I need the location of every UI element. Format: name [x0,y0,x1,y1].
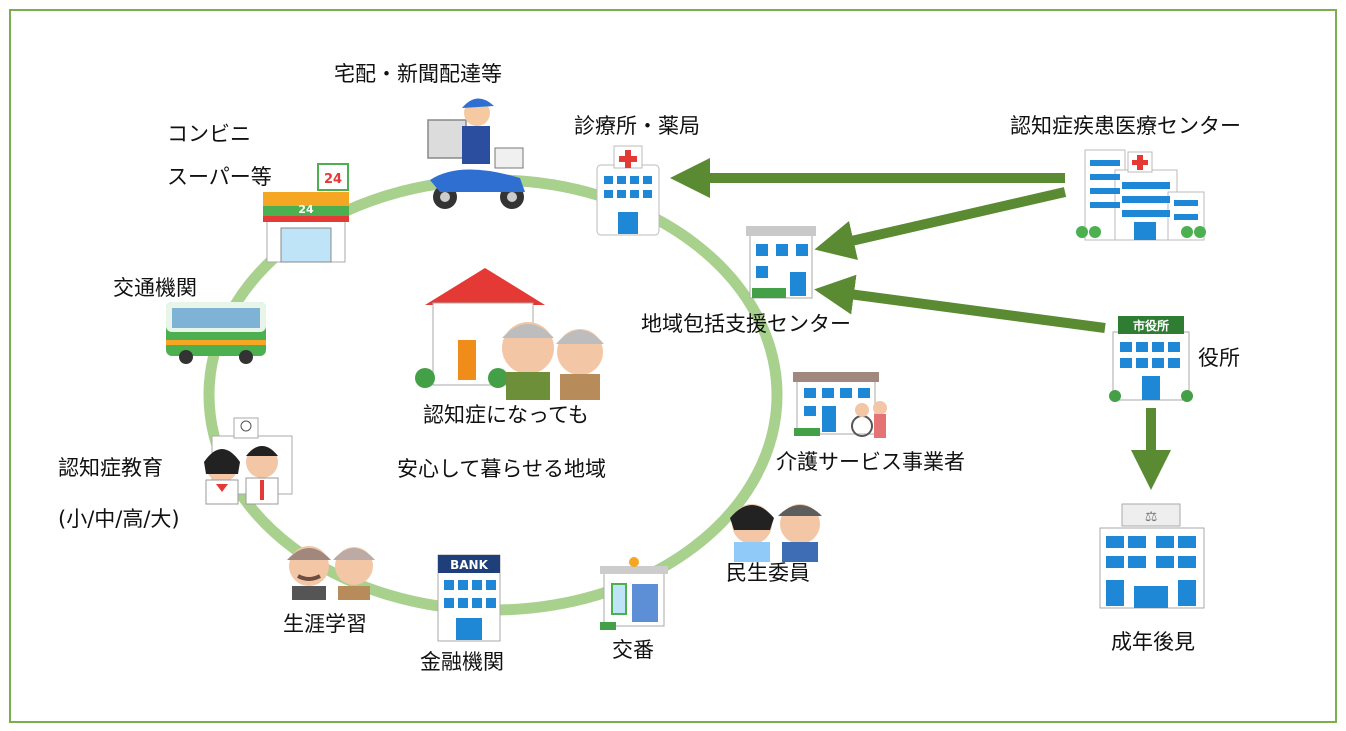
scale-glyph-icon: ⚖ [1145,509,1158,525]
convenience-sign: 24 [324,172,342,187]
label-city-office: 役所 [1198,346,1240,370]
court-building-icon: ⚖ [1099,503,1205,609]
convenience-awning-sign: 24 [298,203,314,216]
convenience-store-icon: 24 24 [263,163,349,263]
label-welfare-volunteers: 民生委員 [726,561,810,585]
label-community-center: 地域包括支援センター [641,312,851,336]
label-convenience-line2: スーパー等 [167,165,272,189]
city-office-icon: 市役所 [1109,316,1193,402]
police-box-icon [600,557,668,630]
delivery-scooter-icon [427,98,525,209]
label-dementia-center: 認知症疾患医療センター [1010,114,1241,138]
label-care-services: 介護サービス事業者 [776,450,965,474]
label-education-line1: 認知症教育 [58,456,163,480]
label-center-line1: 認知症になっても [423,403,589,427]
label-guardianship: 成年後見 [1111,630,1195,654]
welfare-volunteers-icon [730,504,822,562]
city-office-sign: 市役所 [1133,318,1169,333]
home-elderly-couple-icon [415,268,604,400]
arrow-center-to-community [814,187,1067,261]
label-lifelong-learning: 生涯学習 [283,612,367,636]
label-financial: 金融機関 [420,650,504,674]
bank-icon: BANK [437,554,501,642]
school-students-icon [204,417,293,505]
label-delivery: 宅配・新聞配達等 [334,62,502,86]
community-support-center-icon [746,226,816,299]
clinic-icon [596,145,660,236]
label-transport: 交通機関 [113,276,197,300]
label-police-box: 交番 [612,638,654,662]
label-education-line2: (小/中/高/大) [58,507,180,531]
lifelong-learning-elderly-icon [287,546,375,600]
label-clinic: 診療所・薬局 [574,114,700,138]
label-convenience-line1: コンビニ [167,122,251,146]
hospital-icon [1076,149,1206,241]
care-facility-icon [793,372,887,438]
arrow-office-to-community [814,274,1106,333]
bank-sign: BANK [450,558,488,572]
label-center-line2: 安心して暮らせる地域 [397,457,606,481]
bus-icon [166,302,266,364]
